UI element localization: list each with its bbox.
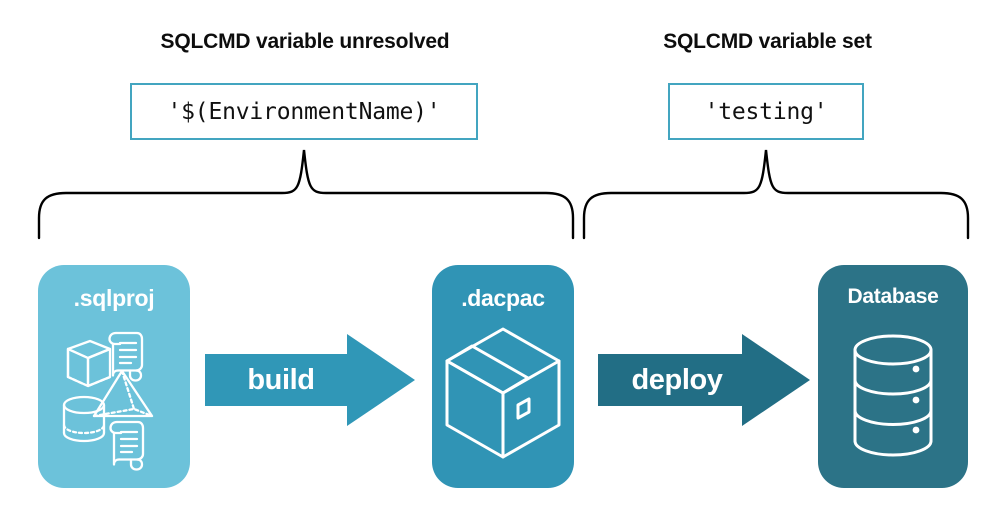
brace-build-scope <box>37 149 575 240</box>
brace-deploy-scope <box>582 149 970 240</box>
stage-box-database: Database <box>818 265 968 488</box>
scroll-icon <box>108 331 144 382</box>
stage-label-dacpac: .dacpac <box>461 285 545 311</box>
arrow-deploy-shape <box>598 334 810 426</box>
stage-box-dacpac: .dacpac <box>432 265 574 488</box>
heading-sqlcmd-variable-unresolved: SQLCMD variable unresolved <box>160 30 450 53</box>
arrow-build-shape <box>205 334 415 426</box>
stage-label-sqlproj: .sqlproj <box>73 285 155 311</box>
database-cylinder-icon <box>853 334 933 457</box>
database-artwork <box>853 334 933 457</box>
arrow-build: build <box>205 332 415 428</box>
heading-sqlcmd-variable-set: SQLCMD variable set <box>663 30 872 53</box>
stage-label-database: Database <box>847 285 939 308</box>
code-box-testing: 'testing' <box>668 83 864 140</box>
pyramid-icon <box>92 369 154 418</box>
arrow-deploy: deploy <box>598 332 810 428</box>
dacpac-artwork <box>445 327 561 459</box>
sqlproj-artwork <box>62 331 154 471</box>
cube-icon <box>66 339 112 388</box>
package-box-icon <box>445 327 561 459</box>
scroll-icon <box>109 420 145 471</box>
stage-box-sqlproj: .sqlproj <box>38 265 190 488</box>
code-box-environment-name: '$(EnvironmentName)' <box>130 83 478 140</box>
cylinder-icon <box>62 395 106 443</box>
